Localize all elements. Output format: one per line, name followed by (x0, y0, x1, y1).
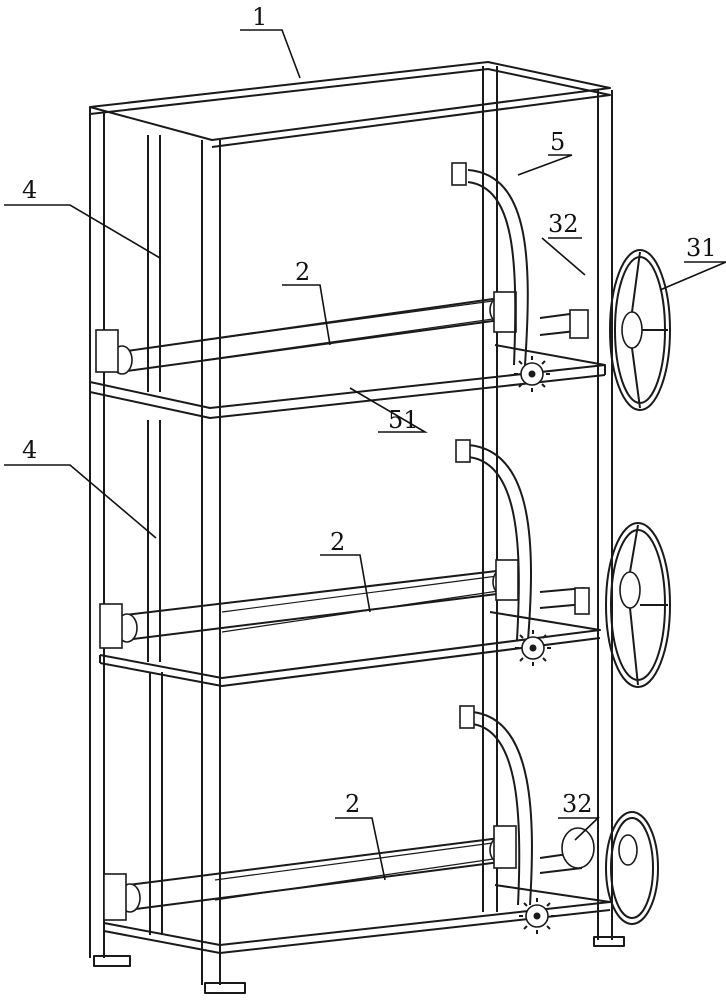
handwheel-middle (606, 523, 670, 687)
handwheel-top (610, 250, 670, 410)
label-drive-bottom: 32 (562, 790, 593, 818)
label-handwheel: 31 (686, 234, 717, 262)
label-roller-top: 2 (295, 258, 310, 286)
leader-lines (4, 30, 726, 880)
label-frame: 1 (252, 3, 267, 31)
label-hanger-middle: 4 (22, 436, 37, 464)
roller-bottom (104, 826, 594, 920)
label-drive-top: 32 (548, 210, 579, 238)
label-roller-middle: 2 (330, 528, 345, 556)
label-roller-bottom: 2 (345, 790, 360, 818)
handwheel-bottom (606, 812, 658, 924)
tube-bottom (460, 706, 532, 905)
label-shelf-bar: 51 (388, 406, 419, 434)
label-tube: 5 (550, 128, 565, 156)
tube-top (452, 163, 528, 365)
tube-middle (456, 440, 531, 640)
roller-middle (100, 560, 589, 648)
main-frame (90, 62, 624, 993)
label-hanger-top: 4 (22, 176, 37, 204)
